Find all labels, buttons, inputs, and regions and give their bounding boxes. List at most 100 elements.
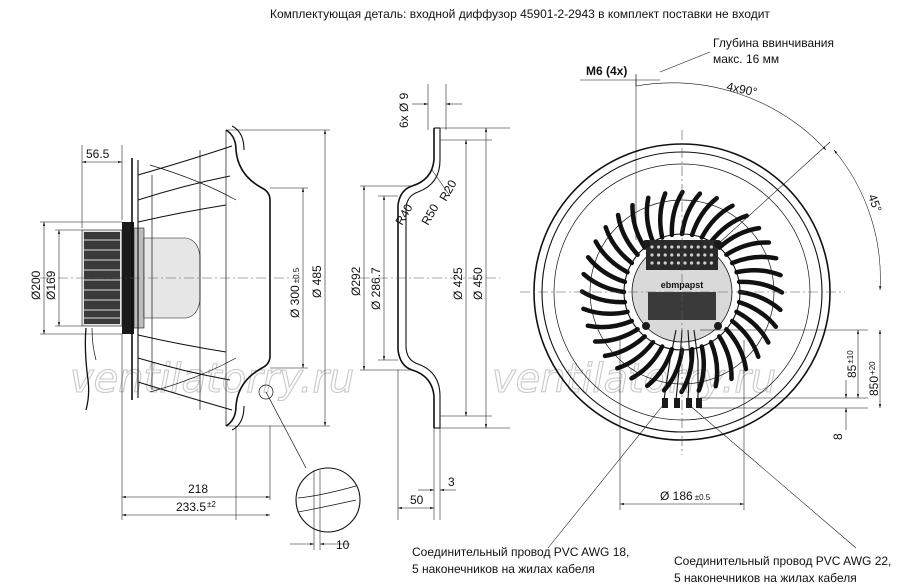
blade: [736, 279, 785, 295]
dim-8: 8: [831, 433, 845, 440]
dim-233-5: 233.5: [176, 500, 206, 514]
blade: [579, 289, 628, 305]
blade: [581, 271, 627, 295]
blade: [724, 327, 749, 372]
blade: [661, 347, 685, 393]
blade: [679, 191, 703, 237]
blade: [737, 289, 783, 313]
terminal-pin: [650, 261, 654, 265]
blade: [657, 191, 668, 240]
terminal-pin: [670, 261, 674, 265]
blade: [729, 318, 761, 359]
svg-text:85±10: 85±10: [845, 350, 859, 378]
dim-d286-7: Ø 286.7: [369, 267, 383, 310]
terminal-pin: [703, 245, 707, 249]
terminal-pin: [650, 245, 654, 249]
dim-d186: Ø 186: [660, 489, 693, 503]
dim-d292: Ø292: [349, 266, 363, 296]
dim-4x90: 4x90°: [725, 79, 758, 99]
dim-m6: M6 (4x): [586, 64, 627, 78]
blade: [581, 306, 630, 317]
terminal-pin: [696, 261, 700, 265]
side-view: [40, 125, 300, 431]
screw-depth-label-2: макс. 16 мм: [713, 52, 779, 66]
blade: [615, 339, 656, 371]
blade: [729, 254, 779, 266]
dim-d200: Ø200: [29, 270, 43, 300]
terminal-pin: [683, 245, 687, 249]
cable18-label-2: 5 наконечников на жилах кабеля: [412, 562, 595, 576]
terminal-pin: [676, 245, 681, 249]
blade: [717, 334, 734, 382]
terminal-pin: [657, 245, 661, 249]
terminal-dots: [650, 245, 714, 265]
blade: [585, 255, 628, 285]
blade: [644, 195, 656, 245]
cable22-label-2: 5 наконечников на жилах кабеля: [674, 571, 857, 585]
front-dimensions: Глубина ввинчивания макс. 16 мм M6 (4x) …: [547, 36, 885, 549]
dim-d186-tol: ±0.5: [695, 493, 711, 502]
blade: [630, 202, 647, 250]
blade: [593, 239, 630, 275]
mounting-plate: [122, 222, 134, 334]
blade: [708, 339, 720, 389]
dim-85: 85: [845, 364, 859, 378]
dim-850: 850: [867, 376, 881, 396]
blade: [585, 318, 635, 330]
svg-text:Ø 300±0.5: Ø 300 ±0.5: [288, 267, 302, 318]
terminal-pin: [703, 253, 707, 257]
cable-exit: [84, 327, 90, 411]
terminal-pin: [657, 261, 661, 265]
dim-d425: Ø 425: [451, 267, 465, 300]
detail-circle: [295, 467, 361, 533]
terminal-pin: [690, 261, 694, 265]
terminal-pin: [696, 245, 700, 249]
watermark-left: ventilatorry.ru: [70, 356, 354, 402]
blade: [734, 267, 783, 278]
dim-10: 10: [336, 538, 350, 552]
dim-d485: Ø 485: [310, 265, 324, 298]
dim-d169: Ø169: [44, 270, 58, 300]
terminal-pin: [703, 261, 707, 265]
dim-56-5: 56.5: [86, 147, 110, 161]
dim-850-tol: +20: [868, 361, 877, 375]
blade: [717, 225, 762, 250]
terminal-pin: [650, 253, 654, 257]
blade: [696, 344, 707, 393]
front-view: ebmpapst: [520, 130, 845, 455]
terminal-pin: [690, 253, 694, 257]
accessory-note: Комплектующая деталь: входной диффузор 4…: [270, 7, 770, 21]
blade: [615, 212, 640, 257]
svg-text:850+20: 850+20: [867, 361, 881, 396]
impeller-blades: [579, 189, 785, 395]
dim-50: 50: [410, 493, 424, 507]
blade: [602, 334, 647, 359]
terminal-pin: [676, 261, 681, 265]
terminal-pin: [657, 253, 661, 257]
terminal-pin: [709, 261, 714, 265]
nozzle-dimensions: 6x Ø 9 Ø292 Ø 286.7 R40 R50 R20 Ø 425 Ø …: [349, 84, 510, 520]
ebmpapst-logo: ebmpapst: [661, 280, 704, 290]
dim-6x-d9: 6x Ø 9: [397, 92, 411, 128]
dim-r40: R40: [392, 201, 415, 227]
svg-text:233.5±2: 233.5±2: [176, 500, 216, 514]
blade: [645, 346, 675, 389]
terminal-pin: [709, 253, 714, 257]
terminal-pin: [663, 261, 667, 265]
dim-d300-tol: ±0.5: [292, 267, 301, 283]
dim-d300: Ø 300: [288, 285, 302, 318]
dim-3: 3: [448, 475, 455, 489]
blade: [736, 299, 779, 329]
blade: [734, 309, 771, 345]
terminal-pin: [696, 253, 700, 257]
terminal-pin: [670, 253, 674, 257]
blade: [708, 213, 749, 245]
dim-233-5-tol: ±2: [207, 500, 216, 509]
dim-45: 45°: [865, 192, 884, 214]
svg-text:Ø 186±0.5: Ø 186±0.5: [660, 489, 711, 503]
terminal-pin: [676, 253, 681, 257]
cable-bundle: [662, 329, 702, 408]
blade: [724, 240, 772, 257]
side-dimensions: 56.5 Ø200 Ø169 Ø 300±0.5 Ø 485 218 233.5…: [29, 129, 361, 552]
